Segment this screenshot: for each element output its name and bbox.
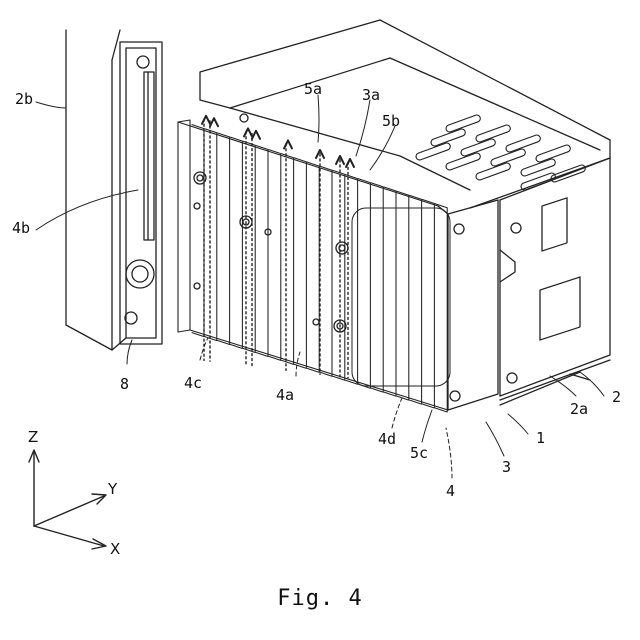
axis-label-x: X xyxy=(110,540,120,558)
pipe-cap xyxy=(284,140,292,148)
fin xyxy=(435,204,447,412)
fin xyxy=(294,158,306,368)
label-5c: 5c xyxy=(410,444,428,462)
fin xyxy=(230,137,242,348)
component-4d xyxy=(352,208,450,386)
fin xyxy=(422,200,434,409)
label-2: 2 xyxy=(612,388,621,406)
fin xyxy=(243,141,255,352)
pipe-cap xyxy=(346,159,354,167)
label-2a: 2a xyxy=(570,400,588,418)
fin xyxy=(384,187,396,396)
vent-slots xyxy=(415,114,586,191)
label-8: 8 xyxy=(120,375,129,393)
pipe-cap xyxy=(244,128,252,136)
fin xyxy=(397,191,409,400)
label-4a: 4a xyxy=(276,386,294,404)
fin xyxy=(371,183,383,392)
fin xyxy=(282,154,294,365)
axis-label-y: Y xyxy=(108,480,117,498)
figure-caption: Fig. 4 xyxy=(0,586,640,611)
coordinate-axes xyxy=(29,450,106,549)
label-2b: 2b xyxy=(15,90,33,108)
fin xyxy=(307,162,319,372)
label-4d: 4d xyxy=(378,430,396,448)
housing-top xyxy=(200,20,610,208)
label-4: 4 xyxy=(446,482,455,500)
label-3: 3 xyxy=(502,458,511,476)
axis-label-z: Z xyxy=(28,428,38,446)
pipe-cap xyxy=(210,118,218,126)
fin xyxy=(320,166,332,376)
label-1: 1 xyxy=(536,429,545,447)
pipe-caps xyxy=(202,116,354,167)
heat-pipes xyxy=(204,119,348,378)
fin xyxy=(205,129,217,341)
fin xyxy=(256,145,268,356)
fin xyxy=(333,170,345,380)
fin xyxy=(192,125,204,337)
fin xyxy=(358,179,370,388)
label-5a: 5a xyxy=(304,80,322,98)
label-5b: 5b xyxy=(382,112,400,130)
pipe-cap xyxy=(252,131,260,139)
fin xyxy=(410,195,422,404)
fin xyxy=(218,133,230,345)
housing-side xyxy=(500,158,610,405)
fin xyxy=(269,150,281,361)
label-4b: 4b xyxy=(12,219,30,237)
label-4c: 4c xyxy=(184,374,202,392)
label-3a: 3a xyxy=(362,86,380,104)
pipe-cap xyxy=(202,116,210,124)
panel-2b xyxy=(66,30,162,350)
